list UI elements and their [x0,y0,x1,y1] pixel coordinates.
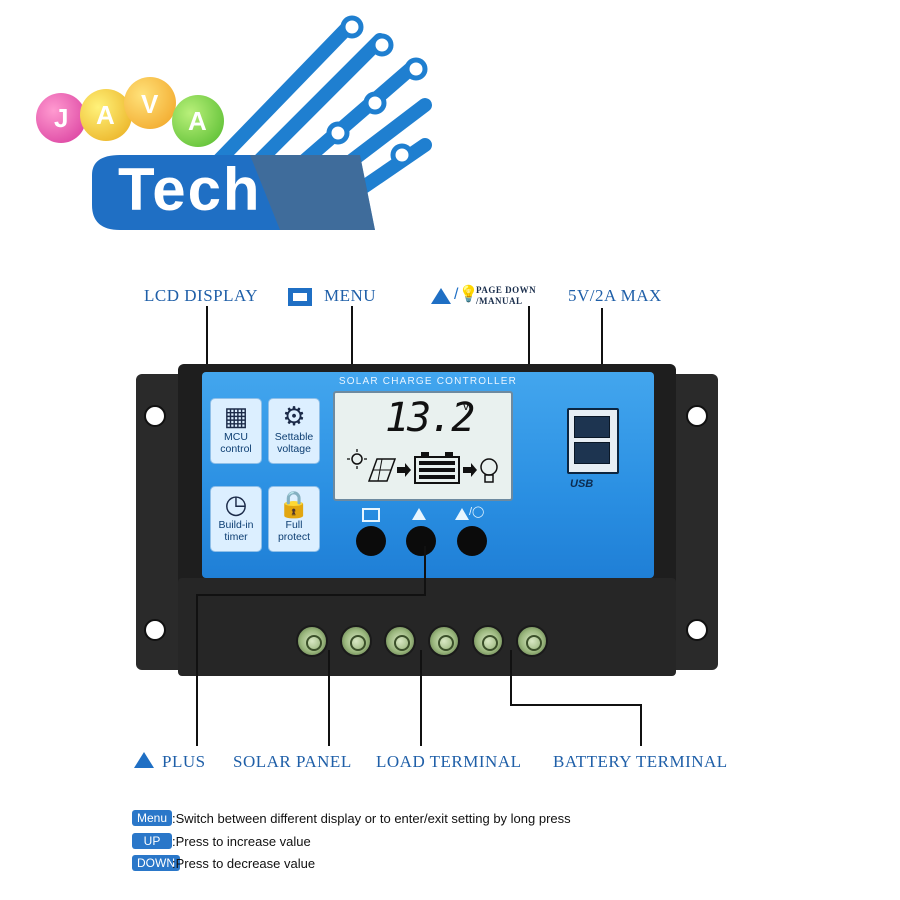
solar-panel-icon [367,458,397,482]
logo-letter-v [124,77,176,129]
leader-line [420,650,422,746]
logo-letter-text: A [96,100,115,130]
leader-line [510,650,512,706]
controller-title: SOLAR CHARGE CONTROLLER [338,376,518,387]
legend-tag-up: UP [132,833,172,849]
leader-line [424,546,426,596]
feature-label: Full [285,519,303,531]
gear-icon: ⚙ [282,401,306,431]
lcd-display: 13.2 v [333,391,513,501]
up-button[interactable] [406,526,436,556]
clock-icon: ◷ [224,489,248,519]
lock-icon: 🔒 [277,489,311,519]
chip-icon: ▦ [223,401,249,431]
feature-build-in-timer: ◷ Build-in timer [210,486,262,552]
legend-text-menu: :Switch between different display or to … [172,811,571,826]
menu-icon [288,288,312,306]
callout-manual: /MANUAL [476,296,523,306]
arrow-right-icon [397,463,411,477]
callout-lcd-display: LCD DISPLAY [144,286,258,305]
feature-mcu-control: ▦ MCU control [210,398,262,464]
leader-line [196,594,426,596]
terminal-screw [296,625,328,657]
feature-label: control [220,443,252,455]
bulb-icon [480,458,498,483]
logo-graphic [92,15,432,230]
leader-line [328,650,330,746]
logo-letter-a1 [80,89,132,141]
up-button-icon [412,508,426,520]
legend-tag-down: DOWN [132,855,180,871]
terminal-block [178,578,676,676]
logo-letter-a2 [172,95,224,147]
feature-label: timer [224,531,248,543]
down-manual-button-icon [455,508,469,520]
arrow-right-icon [463,463,477,477]
callout-page-down: PAGE DOWN [476,285,537,295]
terminal-screw [472,625,504,657]
brand-logo: J A V A Tech [30,5,450,245]
menu-button[interactable] [356,526,386,556]
legend-text-down: :Press to decrease value [172,856,316,871]
feature-label: Build-in [218,519,254,531]
logo-word: Tech [118,156,262,223]
leader-line [206,306,208,398]
usb-label: USB [570,478,594,490]
terminal-screw [384,625,416,657]
logo-letter-text: A [188,106,207,136]
mounting-hole [144,619,166,641]
lcd-voltage-unit: v [463,399,469,413]
callout-menu: MENU [324,286,377,305]
feature-label: Settable [274,431,314,443]
callout-load-terminal: LOAD TERMINAL [376,752,522,771]
battery-icon [414,452,460,484]
leader-line [601,308,603,412]
plus-icon [134,752,154,768]
feature-label: MCU [224,431,248,443]
mounting-hole [144,405,166,427]
callout-battery-terminal: BATTERY TERMINAL [553,752,728,771]
mounting-hole [686,405,708,427]
leader-line [196,596,198,746]
legend-text-up: :Press to increase value [172,834,311,849]
lightbulb-icon: /💡 [454,286,479,303]
terminal-screw [516,625,548,657]
lcd-voltage-value: 13.2 [385,395,475,441]
logo-letter-j [36,93,86,143]
terminal-screw [340,625,372,657]
menu-button-icon [362,508,380,522]
logo-letter-text: V [141,89,159,119]
leader-line [510,704,642,706]
up-arrow-icon [431,288,451,304]
down-manual-button[interactable] [457,526,487,556]
usb-slot [574,416,610,438]
usb-port[interactable] [567,408,619,474]
bulb-icon: /◯ [469,506,485,518]
usb-slot [574,442,610,464]
feature-settable-voltage: ⚙ Settable voltage [268,398,320,464]
leader-line [640,704,642,746]
feature-label: protect [277,531,311,543]
terminal-screw [428,625,460,657]
legend-tag-menu: Menu [132,810,173,826]
callout-plus: PLUS [162,752,206,771]
callout-usb-max: 5V/2A MAX [568,286,662,305]
logo-letter-text: J [54,103,69,133]
lcd-flow-graphic [347,449,498,484]
sun-icon [347,449,367,469]
feature-label: voltage [277,443,311,455]
feature-full-protect: 🔒 Full protect [268,486,320,552]
mounting-hole [686,619,708,641]
callout-solar-panel: SOLAR PANEL [233,752,352,771]
